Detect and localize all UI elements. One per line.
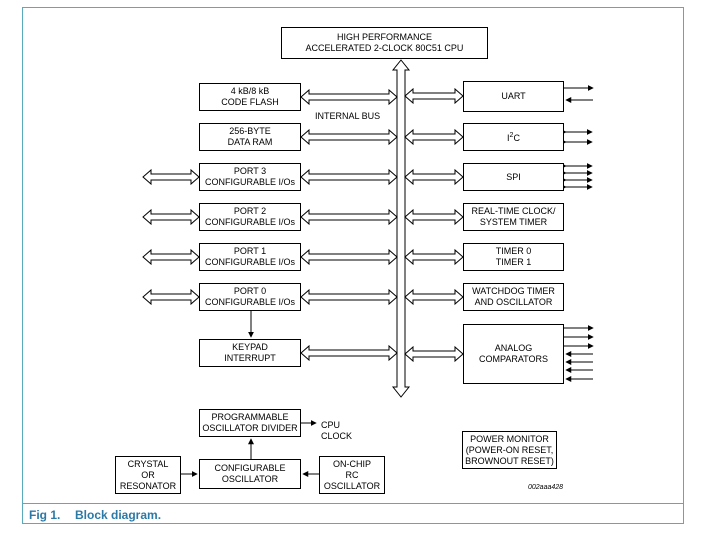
- port1-line1: PORT 1: [233, 246, 267, 256]
- flash-line2: CODE FLASH: [221, 97, 279, 107]
- oscillator-divider-block: PROGRAMMABLE OSCILLATOR DIVIDER: [199, 409, 301, 437]
- figure-title: Block diagram.: [75, 508, 162, 522]
- rtc-line2: SYSTEM TIMER: [479, 217, 548, 227]
- port-pin-arrow-3: [142, 288, 200, 306]
- spi-label: SPI: [506, 171, 521, 182]
- power-line3: BROWNOUT RESET): [465, 455, 554, 466]
- cpu-line2: ACCELERATED 2-CLOCK 80C51 CPU: [305, 43, 464, 53]
- right-bus-link-3: [404, 208, 464, 226]
- data-ram-block: 256-BYTE DATA RAM: [199, 123, 301, 151]
- rc-line1: ON-CHIP: [333, 458, 371, 469]
- port3-line1: PORT 3: [233, 166, 267, 176]
- port3-block: PORT 3 CONFIGURABLE I/Os: [199, 163, 301, 191]
- port-pin-arrow-0: [142, 168, 200, 186]
- divider-line1: PROGRAMMABLE: [211, 412, 289, 422]
- cpu-block: HIGH PERFORMANCE ACCELERATED 2-CLOCK 80C…: [281, 27, 488, 59]
- uart-block: UART: [463, 81, 564, 112]
- port0-line2: CONFIGURABLE I/Os: [204, 297, 295, 307]
- crystal-line2: OR: [141, 469, 155, 480]
- analog-line2: COMPARATORS: [478, 354, 548, 364]
- right-bus-link-1: [404, 128, 464, 146]
- crystal-line3: RESONATOR: [119, 480, 177, 491]
- rtc-line1: REAL-TIME CLOCK/: [471, 206, 556, 216]
- port1-line2: CONFIGURABLE I/Os: [204, 257, 295, 267]
- right-bus-link-0: [404, 87, 464, 105]
- figure-number: Fig 1.: [29, 508, 61, 522]
- power-line1: POWER MONITOR: [470, 433, 549, 444]
- internal-bus-arrow: [391, 59, 411, 398]
- crystal-block: CRYSTAL OR RESONATOR: [115, 456, 181, 494]
- port0-line1: PORT 0: [233, 286, 267, 296]
- cpu-clock-label: CPU CLOCK: [321, 420, 352, 442]
- rtc-block: REAL-TIME CLOCK/ SYSTEM TIMER: [463, 203, 564, 231]
- port2-block: PORT 2 CONFIGURABLE I/Os: [199, 203, 301, 231]
- configurable-oscillator-block: CONFIGURABLE OSCILLATOR: [199, 459, 301, 489]
- port-pin-arrow-1: [142, 208, 200, 226]
- timer-line2: TIMER 1: [495, 257, 532, 267]
- right-bus-link-4: [404, 248, 464, 266]
- keypad-interrupt-block: KEYPAD INTERRUPT: [199, 339, 301, 367]
- port0-block: PORT 0 CONFIGURABLE I/Os: [199, 283, 301, 311]
- wdt-line2: AND OSCILLATOR: [474, 297, 553, 307]
- rc-line3: OSCILLATOR: [323, 480, 381, 491]
- config-osc-line1: CONFIGURABLE: [214, 463, 286, 473]
- rc-line2: RC: [345, 469, 359, 480]
- keypad-line2: INTERRUPT: [224, 353, 276, 363]
- right-bus-link-5: [404, 288, 464, 306]
- timer-block: TIMER 0 TIMER 1: [463, 243, 564, 271]
- left-bus-link-5: [300, 288, 398, 306]
- divider-line2: OSCILLATOR DIVIDER: [202, 423, 298, 433]
- right-bus-link-2: [404, 168, 464, 186]
- caption-separator: [22, 503, 684, 504]
- left-bus-link-2: [300, 168, 398, 186]
- analog-line1: ANALOG: [494, 343, 533, 353]
- power-line2: (POWER-ON RESET,: [465, 444, 554, 455]
- drawing-code: 002aaa428: [528, 484, 564, 491]
- rc-oscillator-block: ON-CHIP RC OSCILLATOR: [319, 456, 385, 494]
- spi-block: SPI: [463, 163, 564, 191]
- i2c-end: C: [513, 133, 520, 143]
- crystal-line1: CRYSTAL: [127, 458, 169, 469]
- port1-block: PORT 1 CONFIGURABLE I/Os: [199, 243, 301, 271]
- ram-line1: 256-BYTE: [229, 126, 271, 136]
- internal-bus-label: INTERNAL BUS: [315, 111, 381, 121]
- timer-line1: TIMER 0: [495, 246, 532, 256]
- flash-line1: 4 kB/8 kB: [230, 86, 270, 96]
- left-bus-link-1: [300, 128, 398, 146]
- watchdog-block: WATCHDOG TIMER AND OSCILLATOR: [463, 283, 564, 311]
- port3-line2: CONFIGURABLE I/Os: [204, 177, 295, 187]
- right-bus-link-6: [404, 345, 464, 363]
- left-bus-link-0: [300, 88, 398, 106]
- i2c-base: I: [507, 133, 510, 143]
- power-monitor-block: POWER MONITOR (POWER-ON RESET, BROWNOUT …: [462, 431, 557, 469]
- left-bus-link-6: [300, 344, 398, 362]
- figure-frame: [22, 7, 684, 524]
- cpu-line1: HIGH PERFORMANCE: [336, 32, 432, 42]
- uart-label: UART: [501, 91, 526, 101]
- config-osc-line2: OSCILLATOR: [221, 474, 279, 484]
- ram-line2: DATA RAM: [227, 137, 273, 147]
- port2-line1: PORT 2: [233, 206, 267, 216]
- i2c-label: I2C: [507, 130, 520, 144]
- left-bus-link-4: [300, 248, 398, 266]
- left-bus-link-3: [300, 208, 398, 226]
- wdt-line1: WATCHDOG TIMER: [472, 286, 555, 296]
- code-flash-block: 4 kB/8 kB CODE FLASH: [199, 83, 301, 111]
- port-pin-arrow-2: [142, 248, 200, 266]
- cpu-clock-line1: CPU: [321, 420, 341, 430]
- i2c-sup: 2: [509, 132, 514, 139]
- i2c-block: I2C: [463, 123, 564, 151]
- port2-line2: CONFIGURABLE I/Os: [204, 217, 295, 227]
- analog-comparators-block: ANALOG COMPARATORS: [463, 324, 564, 384]
- cpu-clock-line2: CLOCK: [321, 431, 353, 441]
- keypad-line1: KEYPAD: [232, 342, 268, 352]
